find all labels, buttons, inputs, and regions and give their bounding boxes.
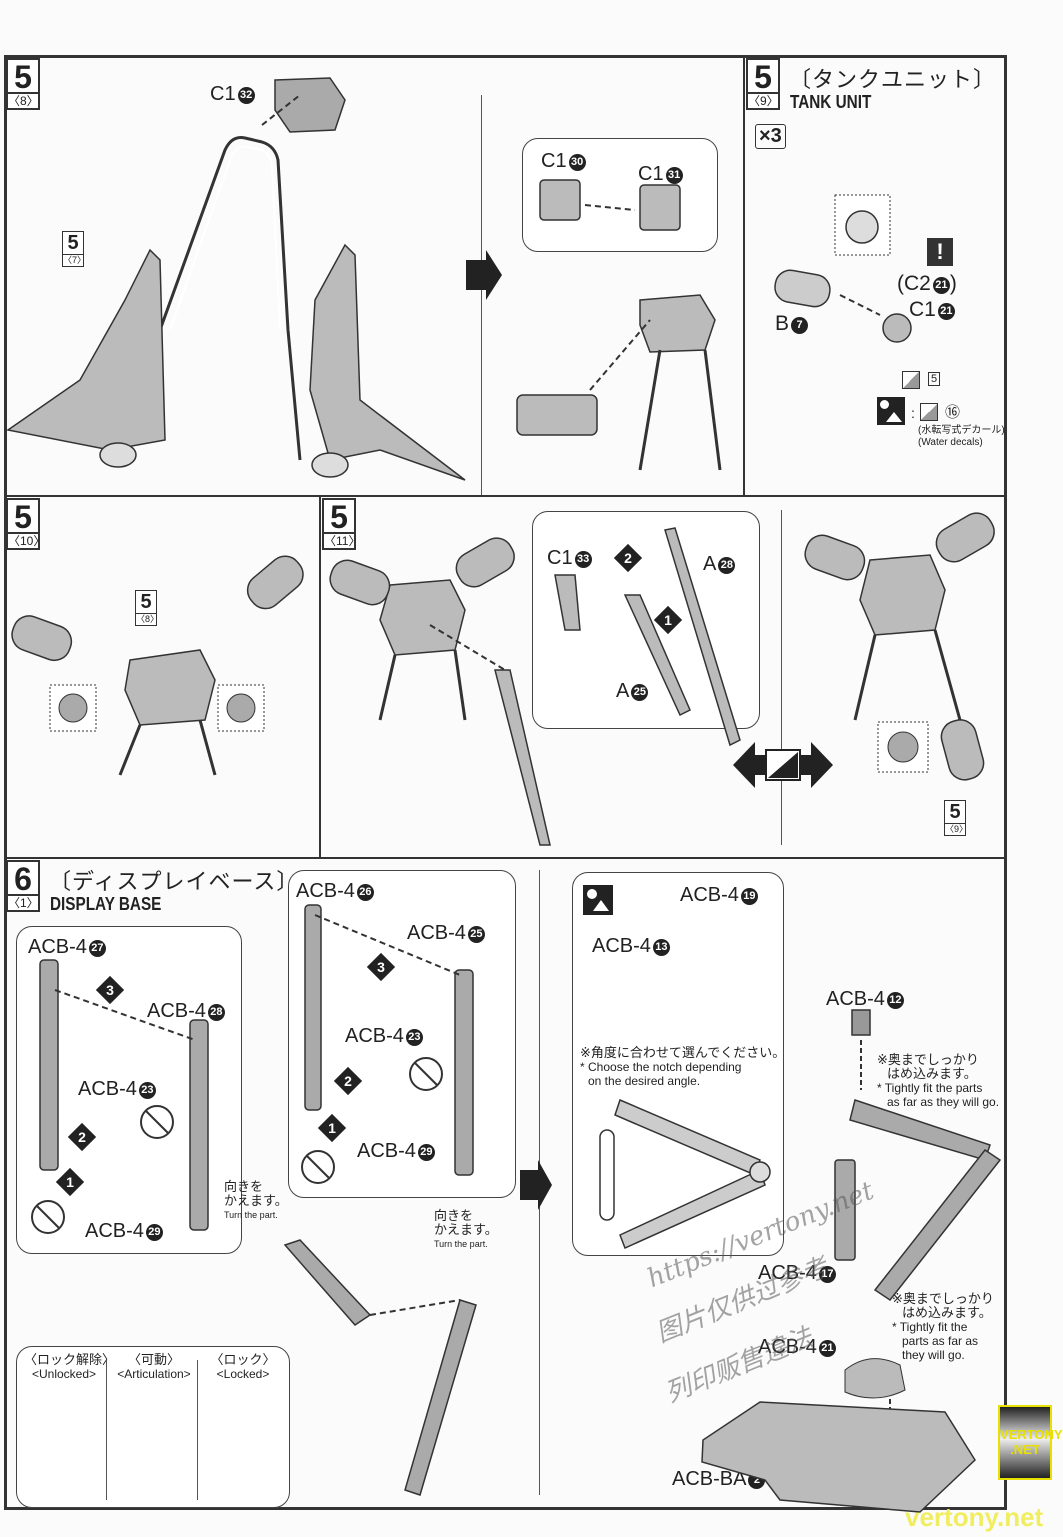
page-frame [4,55,1007,1510]
swap-arrows [733,742,833,788]
ref-badge-5-9: 5〈9〉 [944,800,969,836]
jet-part-right [309,243,466,481]
step-number: 5 [8,60,38,94]
tank-assembly-5-11 [329,527,741,846]
step-badge-5-11: 5〈11〉 [322,498,361,550]
tank-assembly-right [804,512,995,781]
row-divider-1 [4,495,1007,497]
connector-c1-32 [274,77,346,133]
tank-assembly-5-10 [11,555,304,726]
turn-note-left: 向きをかえます。Turn the part. [224,1179,288,1221]
sub-divider-mid [781,510,782,845]
mode-unlocked: 〈ロック解除〉<Unlocked> [24,1352,116,1382]
water-decal-note: (水転写式デカール)(Water decals) [918,425,1005,448]
decal-icon [877,397,905,425]
sticker-icon [902,371,920,389]
step-badge-6-1: 6〈1〉 [6,860,40,912]
flow-arrow-top [466,250,502,300]
detail-bubble-mid [288,870,516,1198]
vertony-footer-watermark: vertony.net [905,1502,1044,1532]
tank-cap-c1-21 [882,313,912,343]
ref-badge-5-8: 5〈8〉 [135,590,160,626]
step-sub: 〈8〉 [8,94,39,108]
tank-connector [516,179,716,436]
angle-diagram [599,1098,771,1250]
tank-part-b7 [774,269,831,308]
step-badge-5-8: 5 〈8〉 [6,58,40,110]
mode-divider-2 [197,1360,198,1500]
mode-articulation: 〈可動〉<Articulation> [117,1352,191,1382]
mode-locked: 〈ロック〉<Locked> [210,1352,276,1382]
step-badge-5-10: 5〈10〉 [6,498,46,550]
angle-note: ※角度に合わせて選んでください。* Choose the notch depen… [580,1045,786,1089]
row-divider-2 [4,857,1007,859]
stand-wire [158,136,302,461]
water-decal-icon [920,403,938,421]
turn-note-mid: 向きをかえます。Turn the part. [434,1208,498,1250]
col-divider-top [743,55,745,495]
jet-part-left [6,248,166,468]
flow-arrow-bottom [520,1160,552,1210]
option-part-icon [583,885,613,915]
ref-badge-5-7: 5〈7〉 [62,231,87,267]
prohibited-icons [31,1057,443,1234]
step-badge-5-9: 5〈9〉 [746,58,780,110]
section-title-en: TANK UNIT [790,92,872,112]
mode-divider-1 [106,1360,107,1500]
base-socket [844,1358,906,1399]
lock-mode-bubble [16,1346,290,1508]
display-base-acb-ba-2 [701,1401,976,1513]
section-title-en-display: DISPLAY BASE [50,894,162,914]
section-title-jp: 〔タンクユニット〕 [789,67,997,92]
quantity-badge: ×3 [755,124,786,149]
section-title-jp-display: 〔ディスプレイベース〕 [49,869,300,894]
warning-icon: ! [927,238,953,266]
sticker-number: 5 [928,372,941,386]
sub-divider-top [481,95,482,495]
water-decal-number: ⑯ [945,404,961,421]
col-divider-mid [319,495,321,857]
decal-colon: : [911,405,915,421]
vertony-badge-logo: VERTONY.NET [998,1405,1063,1480]
